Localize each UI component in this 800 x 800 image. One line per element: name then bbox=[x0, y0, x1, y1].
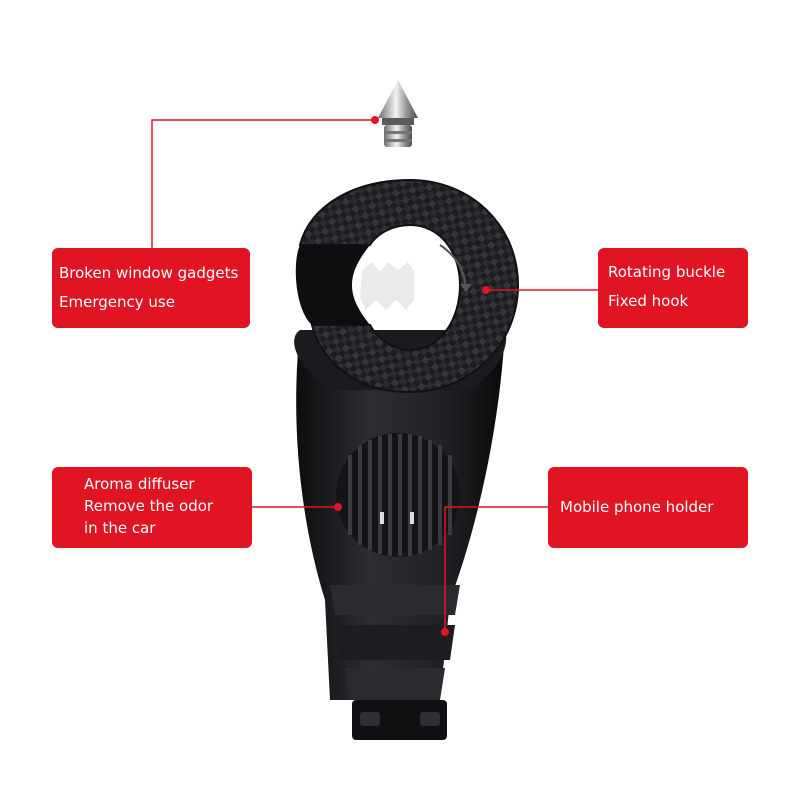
callout-aroma-diffuser: Aroma diffuser Remove the odor in the ca… bbox=[52, 467, 252, 548]
vent-clip-fins bbox=[330, 585, 460, 740]
aroma-diffuser-grille bbox=[336, 433, 460, 557]
callout-broken-window-line1: Broken window gadgets bbox=[59, 264, 239, 282]
rotating-buckle-hook bbox=[295, 178, 520, 394]
callout-rotating-buckle: Rotating buckle Fixed hook bbox=[598, 248, 748, 328]
callout-rotating-buckle-line2: Fixed hook bbox=[608, 291, 689, 310]
window-breaker-spike bbox=[378, 80, 418, 147]
callout-rotating-buckle-line1: Rotating buckle bbox=[608, 263, 726, 281]
callout-phone-holder-line1: Mobile phone holder bbox=[560, 498, 714, 516]
callout-phone-holder: Mobile phone holder bbox=[548, 467, 748, 548]
callout-broken-window-line2: Emergency use bbox=[59, 293, 175, 312]
callout-aroma-line1: Aroma diffuser bbox=[84, 475, 195, 493]
connector-dots bbox=[334, 116, 490, 636]
callout-aroma-line2: Remove the odor bbox=[84, 496, 214, 515]
callout-aroma-line3: in the car bbox=[84, 518, 156, 537]
callout-broken-window: Broken window gadgets Emergency use bbox=[52, 248, 250, 328]
connector-lines bbox=[151, 119, 598, 632]
